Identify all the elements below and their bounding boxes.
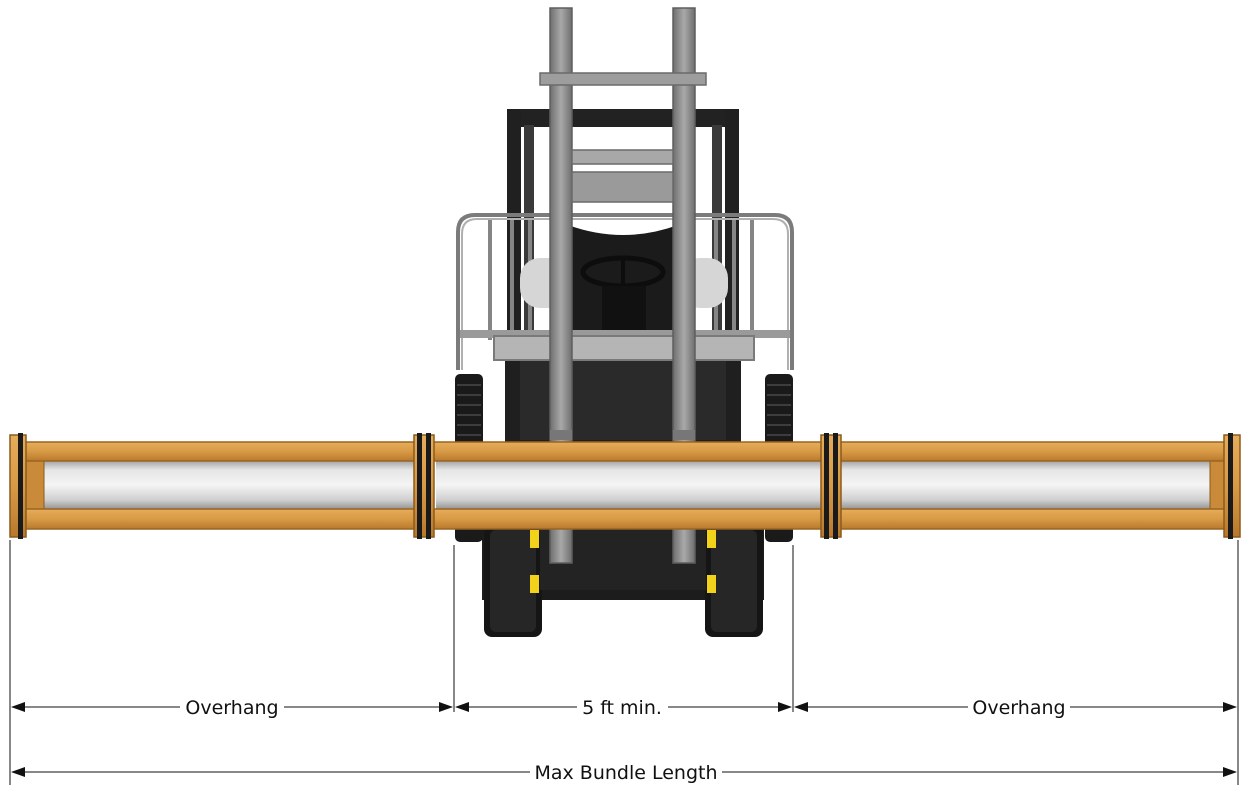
pipe-section-right (840, 459, 1230, 511)
dimension-lines (9, 540, 1239, 785)
wood-block-right-end (1223, 433, 1241, 539)
wood-block-left-joint (413, 433, 435, 539)
forklift-width-label: 5 ft min. (582, 697, 662, 719)
forklift (455, 7, 794, 637)
max-bundle-length-label: Max Bundle Length (534, 762, 717, 784)
yellow-light-right-2 (707, 575, 716, 593)
front-wheel-left (484, 525, 542, 637)
wood-block-right-joint (820, 433, 842, 539)
yellow-light-right-1 (707, 530, 716, 548)
carriage-plate (493, 335, 755, 361)
wood-rail-bottom (17, 508, 1233, 530)
load-backrest (456, 213, 794, 370)
wood-rail-top (17, 441, 1233, 462)
yellow-light-left-2 (530, 575, 539, 593)
yellow-light-left-1 (530, 530, 539, 548)
mast (539, 7, 707, 564)
wood-block-left-end (9, 433, 27, 539)
overhang-left-label: Overhang (185, 697, 278, 719)
front-wheel-right (705, 525, 763, 637)
pipe-section-left (25, 459, 420, 511)
pipe-section-middle (436, 460, 826, 510)
steering-wheel (580, 255, 666, 330)
overhang-right-label: Overhang (972, 697, 1065, 719)
pipe-bundle (9, 433, 1241, 539)
